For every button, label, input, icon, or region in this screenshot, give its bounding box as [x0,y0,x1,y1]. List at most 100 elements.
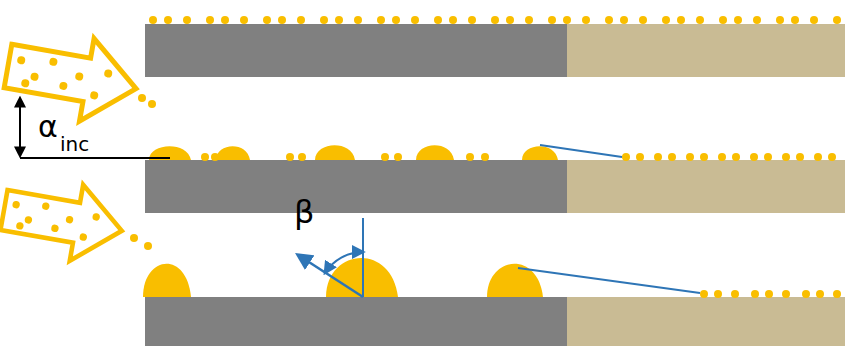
particle [753,16,761,24]
particle [764,153,772,161]
particle [796,153,804,161]
droplet-layer [143,145,558,297]
particle [297,16,305,24]
particle [24,216,33,225]
particle [525,16,533,24]
particle [731,290,739,298]
particle [65,215,74,224]
particle [12,200,21,209]
particle [411,16,419,24]
particle [201,153,209,161]
particle [686,153,694,161]
particle [394,153,402,161]
particle [734,16,742,24]
flux-arrow [0,172,128,269]
particle [320,16,328,24]
normal-line [362,218,364,297]
particle [719,16,727,24]
substrate-mask [567,297,845,346]
droplet [143,264,191,297]
particle [700,290,708,298]
particle [662,16,670,24]
substrate-metal [145,160,567,213]
particle [164,16,172,24]
particle [481,153,489,161]
substrate-metal [145,24,567,77]
particle [30,72,39,81]
particle [620,16,628,24]
droplet [416,145,454,160]
particle [392,16,400,24]
angle-arc [325,252,363,273]
particle [149,16,157,24]
particle-layer [149,16,841,298]
particle [263,16,271,24]
particle [206,16,214,24]
particle [791,16,799,24]
particle [833,290,841,298]
particle [21,79,30,88]
particle [639,16,647,24]
particle [183,16,191,24]
droplet [522,146,558,160]
particle [714,290,722,298]
particle [677,16,685,24]
particle [104,69,113,78]
particle [42,202,51,211]
particle [732,153,740,161]
flux-arrows [0,25,156,269]
particle [434,16,442,24]
subscript-label: inc [60,134,89,154]
particle [814,153,822,161]
particle [750,153,758,161]
particle [468,16,476,24]
particle [49,57,58,66]
angle-arrow [19,98,21,156]
shadow-line [518,268,700,293]
particle [802,290,810,298]
particle [148,100,156,108]
substrate-mask [567,24,845,77]
particle [298,153,306,161]
particle [92,213,101,222]
particle [286,153,294,161]
substrate-mask [567,160,845,213]
angle-label: β [294,196,314,228]
droplet [315,145,355,160]
particle [816,290,824,298]
particle [654,153,662,161]
particle [16,222,25,231]
particle [449,16,457,24]
particle [335,16,343,24]
particle [381,153,389,161]
particle [17,56,26,65]
particle [636,153,644,161]
particle [491,16,499,24]
substrate-metal [145,297,567,346]
particle [506,16,514,24]
flux-arrow [1,25,144,130]
particle [782,153,790,161]
angle-label: α [38,112,58,142]
particle [51,224,60,233]
particle [144,242,152,250]
particle [668,153,676,161]
particle [90,91,99,100]
particle [75,72,84,81]
particle [59,81,68,90]
particle [700,153,708,161]
particle [548,16,556,24]
particle [377,16,385,24]
particle [79,233,88,242]
particle [833,16,841,24]
droplet [216,146,250,160]
particle [782,290,790,298]
particle [776,16,784,24]
particle [696,16,704,24]
particle [240,16,248,24]
particle [278,16,286,24]
droplet [487,264,543,297]
particle [130,234,138,242]
particle [138,94,146,102]
